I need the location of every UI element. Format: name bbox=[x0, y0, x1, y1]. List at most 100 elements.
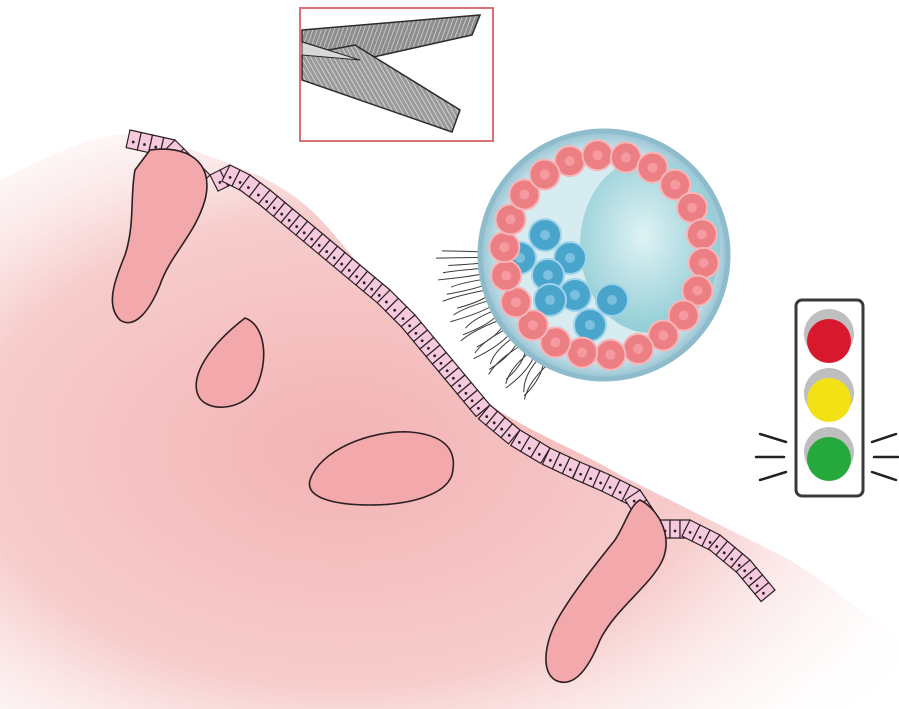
cell-nucleus bbox=[363, 281, 366, 284]
cell-nucleus bbox=[756, 584, 759, 587]
cell-nucleus bbox=[709, 541, 712, 544]
cell-nucleus bbox=[508, 434, 511, 437]
adhesion-fibre bbox=[438, 274, 484, 280]
cell-nucleus bbox=[762, 592, 765, 595]
cell-nucleus bbox=[239, 181, 242, 184]
cell-nucleus bbox=[421, 339, 424, 342]
cell-nucleus bbox=[257, 194, 260, 197]
cell-nucleus bbox=[559, 464, 562, 467]
cell-nucleus bbox=[605, 350, 615, 360]
cell-nucleus bbox=[619, 491, 622, 494]
cell-nucleus bbox=[540, 170, 550, 180]
adhesion-fibre bbox=[461, 320, 501, 341]
traffic-light-icon bbox=[756, 300, 898, 496]
adhesion-fibre bbox=[451, 279, 484, 287]
cell-nucleus bbox=[348, 269, 351, 272]
cell-nucleus bbox=[325, 250, 328, 253]
adhesion-fibre bbox=[448, 263, 482, 266]
cell-nucleus bbox=[370, 288, 373, 291]
cell-nucleus bbox=[477, 407, 480, 410]
adhesion-fibre bbox=[442, 251, 482, 252]
cell-nucleus bbox=[143, 143, 146, 146]
blastocyst-icon bbox=[480, 131, 728, 379]
cell-nucleus bbox=[519, 190, 529, 200]
cell-nucleus bbox=[355, 275, 358, 278]
cell-nucleus bbox=[633, 344, 643, 354]
cell-nucleus bbox=[540, 230, 550, 240]
cell-nucleus bbox=[288, 219, 291, 222]
cell-nucleus bbox=[452, 377, 455, 380]
adhesion-fibre bbox=[436, 257, 482, 258]
cell-nucleus bbox=[599, 482, 602, 485]
cell-nucleus bbox=[247, 186, 250, 189]
cell-nucleus bbox=[265, 200, 268, 203]
cell-nucleus bbox=[607, 295, 617, 305]
cell-nucleus bbox=[518, 441, 521, 444]
cell-nucleus bbox=[648, 163, 658, 173]
cell-nucleus bbox=[333, 256, 336, 259]
cell-nucleus bbox=[458, 384, 461, 387]
cell-nucleus bbox=[658, 330, 668, 340]
cell-nucleus bbox=[538, 453, 541, 456]
epithelial-cell bbox=[670, 520, 680, 538]
cell-nucleus bbox=[570, 290, 580, 300]
cell-nucleus bbox=[528, 447, 531, 450]
cell-nucleus bbox=[550, 337, 560, 347]
cell-nucleus bbox=[440, 362, 443, 365]
cell-nucleus bbox=[433, 354, 436, 357]
cell-nucleus bbox=[506, 214, 516, 224]
cell-nucleus bbox=[501, 271, 511, 281]
cell-nucleus bbox=[402, 317, 405, 320]
cell-nucleus bbox=[565, 156, 575, 166]
cell-nucleus bbox=[310, 238, 313, 241]
cell-nucleus bbox=[579, 473, 582, 476]
cell-nucleus bbox=[545, 295, 555, 305]
cell-nucleus bbox=[730, 558, 733, 561]
cell-nucleus bbox=[723, 551, 726, 554]
adhesion-fibre bbox=[466, 310, 496, 328]
cell-nucleus bbox=[471, 399, 474, 402]
cell-nucleus bbox=[499, 242, 509, 252]
cell-nucleus bbox=[670, 180, 680, 190]
cell-nucleus bbox=[589, 477, 592, 480]
cell-nucleus bbox=[750, 577, 753, 580]
cell-nucleus bbox=[692, 286, 702, 296]
cell-nucleus bbox=[132, 141, 135, 144]
cell-nucleus bbox=[493, 421, 496, 424]
cell-nucleus bbox=[565, 253, 575, 263]
cell-nucleus bbox=[697, 229, 707, 239]
cell-nucleus bbox=[280, 213, 283, 216]
cell-nucleus bbox=[699, 536, 702, 539]
cell-nucleus bbox=[738, 564, 741, 567]
adhesion-fibre bbox=[443, 268, 483, 272]
cell-nucleus bbox=[446, 369, 449, 372]
cell-nucleus bbox=[687, 203, 697, 213]
cell-nucleus bbox=[633, 500, 636, 503]
cell-nucleus bbox=[621, 152, 631, 162]
cell-nucleus bbox=[273, 206, 276, 209]
cell-nucleus bbox=[340, 263, 343, 266]
adhesion-fibre bbox=[489, 345, 522, 375]
cell-nucleus bbox=[500, 428, 503, 431]
cell-nucleus bbox=[715, 545, 718, 548]
cell-nucleus bbox=[427, 347, 430, 350]
cell-nucleus bbox=[577, 348, 587, 358]
cell-nucleus bbox=[295, 225, 298, 228]
cell-nucleus bbox=[689, 531, 692, 534]
cell-nucleus bbox=[585, 320, 595, 330]
cell-nucleus bbox=[569, 468, 572, 471]
cell-nucleus bbox=[408, 324, 411, 327]
cell-nucleus bbox=[679, 310, 689, 320]
cell-nucleus bbox=[415, 332, 418, 335]
cell-nucleus bbox=[154, 146, 157, 149]
cell-nucleus bbox=[393, 309, 396, 312]
cell-nucleus bbox=[528, 320, 538, 330]
cell-nucleus bbox=[699, 258, 709, 268]
cell-nucleus bbox=[318, 244, 321, 247]
cell-nucleus bbox=[674, 530, 677, 533]
tweezers-inset bbox=[300, 8, 493, 141]
cell-nucleus bbox=[229, 176, 232, 179]
cell-nucleus bbox=[485, 415, 488, 418]
cell-nucleus bbox=[593, 150, 603, 160]
